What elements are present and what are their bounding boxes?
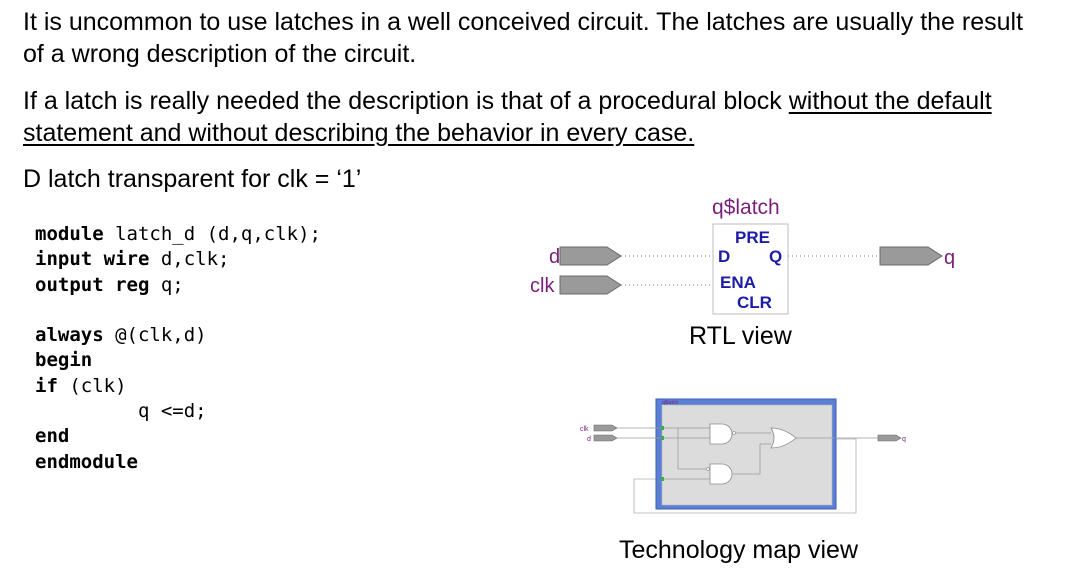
code-text: latch_d (d,q,clk); [103, 223, 321, 245]
rtl-view-schematic: q$latch PRE D Q ENA CLR d clk q [530, 196, 955, 315]
rtl-input-d-label: d [549, 246, 560, 268]
tech-latch-block-inner [661, 404, 833, 506]
tech-port-mark [661, 436, 664, 440]
tech-feedback-wire [633, 438, 857, 514]
tech-output-q-pin [877, 434, 902, 442]
tech-port-mark [661, 477, 664, 481]
code-text: (clk) [57, 374, 127, 397]
paragraph-latch-needed-underlined: without the default statement and withou… [23, 87, 992, 147]
code-keyword: output reg [35, 273, 150, 296]
rtl-port-d: D [718, 247, 730, 266]
tech-or-gate [770, 427, 797, 449]
rtl-port-clr: CLR [737, 293, 772, 312]
code-text: q <=d; [35, 400, 207, 423]
code-text: @(clk,d) [103, 324, 207, 347]
technology-map-schematic: q$latch clk d q [580, 398, 906, 514]
paragraph-latch-needed-plain: If a latch is really needed the descript… [23, 87, 789, 115]
rtl-input-clk-pin [559, 275, 622, 295]
rtl-port-pre: PRE [735, 228, 770, 247]
tech-and-gate-2-bubble [706, 467, 710, 471]
paragraph-latch-needed: If a latch is really needed the descript… [23, 85, 1023, 149]
code-text: q; [149, 273, 184, 296]
code-keyword: endmodule [35, 450, 138, 473]
tech-input-clk-pin [593, 424, 618, 432]
rtl-port-q: Q [769, 247, 782, 266]
rtl-latch-block [712, 223, 789, 315]
code-keyword: if [35, 374, 58, 397]
rtl-output-q-label: q [944, 247, 955, 269]
code-keyword: always [35, 324, 104, 347]
code-keyword: module [35, 223, 104, 245]
technology-map-caption: Technology map view [619, 536, 859, 564]
tech-and-gate-2 [709, 463, 733, 485]
tech-output-q-label: q [902, 436, 906, 443]
code-text: d,clk; [149, 248, 230, 271]
code-keyword: input wire [35, 248, 150, 271]
tech-input-d-label: d [587, 436, 591, 443]
rtl-view-caption: RTL view [689, 322, 792, 350]
tech-and-gate-1-bubble [732, 431, 736, 435]
rtl-input-clk-label: clk [530, 275, 555, 297]
tech-input-d-pin [593, 434, 618, 442]
code-keyword: end [35, 425, 70, 448]
paragraph-d-latch: D latch transparent for clk = ‘1’ [23, 165, 362, 193]
code-keyword: begin [35, 349, 93, 372]
verilog-code-block: module latch_d (d,q,clk); input wire d,c… [35, 222, 321, 475]
rtl-port-ena: ENA [720, 273, 756, 292]
tech-port-mark [661, 426, 664, 430]
rtl-input-d-pin [559, 246, 622, 266]
tech-and-gate-1 [709, 423, 733, 445]
rtl-output-q-pin [879, 246, 943, 266]
paragraph-intro: It is uncommon to use latches in a well … [23, 8, 1024, 68]
rtl-block-name: q$latch [712, 196, 780, 219]
tech-block-name: q$latch [662, 400, 678, 406]
tech-input-clk-label: clk [580, 426, 589, 433]
